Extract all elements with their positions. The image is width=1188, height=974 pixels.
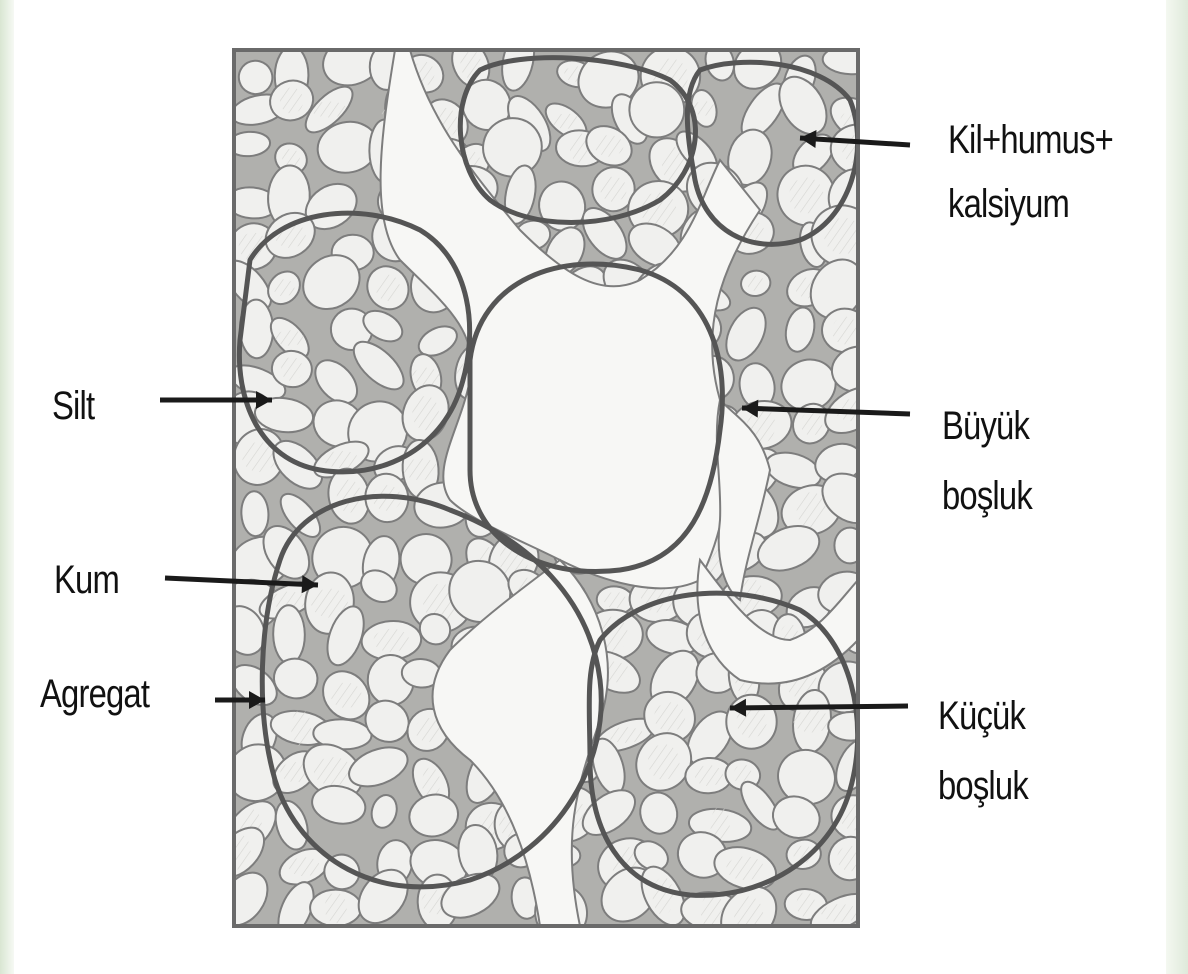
grain-texture: [693, 101, 715, 116]
label-agregat: Agregat: [40, 668, 149, 720]
label-buyuk-bosluk-line1: Büyük: [942, 400, 1029, 452]
grain-texture: [314, 757, 352, 785]
soil-grain: [834, 528, 865, 564]
grain-texture: [793, 710, 831, 732]
grain-texture: [374, 629, 410, 652]
grain-texture: [832, 317, 858, 345]
grain-texture: [595, 135, 624, 157]
grain-texture: [376, 275, 400, 301]
label-kucuk-bosluk-line2: boşluk: [938, 760, 1028, 812]
label-buyuk-bosluk-line2: boşluk: [942, 470, 1032, 522]
grain-texture: [797, 492, 826, 528]
grain-texture: [653, 877, 674, 915]
grain-texture: [324, 451, 359, 468]
grain-texture: [552, 114, 581, 129]
grain-texture: [726, 856, 764, 880]
grain-texture: [311, 102, 347, 118]
soil-grain: [273, 605, 306, 664]
grain-texture: [801, 412, 823, 436]
soil-grain: [828, 712, 874, 741]
grain-texture: [747, 276, 765, 291]
grain-texture: [648, 744, 680, 780]
grain-texture: [604, 592, 626, 609]
grain-texture: [654, 702, 685, 731]
label-silt: Silt: [52, 380, 94, 432]
grain-texture: [275, 330, 304, 346]
grain-texture: [734, 896, 763, 934]
grain-texture: [412, 368, 439, 386]
grain-texture: [325, 893, 347, 924]
grain-texture: [291, 710, 311, 747]
grain-texture: [789, 178, 823, 214]
soil-illustration: [207, 24, 895, 955]
grain-texture: [281, 357, 303, 381]
grain-texture: [797, 892, 816, 917]
grain-texture: [403, 459, 438, 481]
grain-texture: [274, 279, 295, 296]
soil-grain: [628, 81, 685, 138]
label-kum: Kum: [54, 554, 119, 606]
grain-texture: [412, 396, 439, 430]
grain-texture: [600, 177, 626, 202]
grain-texture: [289, 857, 320, 876]
grain-texture: [821, 904, 859, 922]
arrow-shaft: [730, 706, 908, 708]
grain-texture: [280, 87, 303, 113]
label-kil-humus-kalsiyum-line1: Kil+humus+: [948, 114, 1113, 166]
grain-texture: [607, 727, 644, 743]
grain-texture: [695, 765, 723, 786]
label-kucuk-bosluk-line1: Küçük: [938, 690, 1025, 742]
grain-texture: [331, 683, 362, 709]
label-kil-humus-kalsiyum-line2: kalsiyum: [948, 178, 1069, 230]
